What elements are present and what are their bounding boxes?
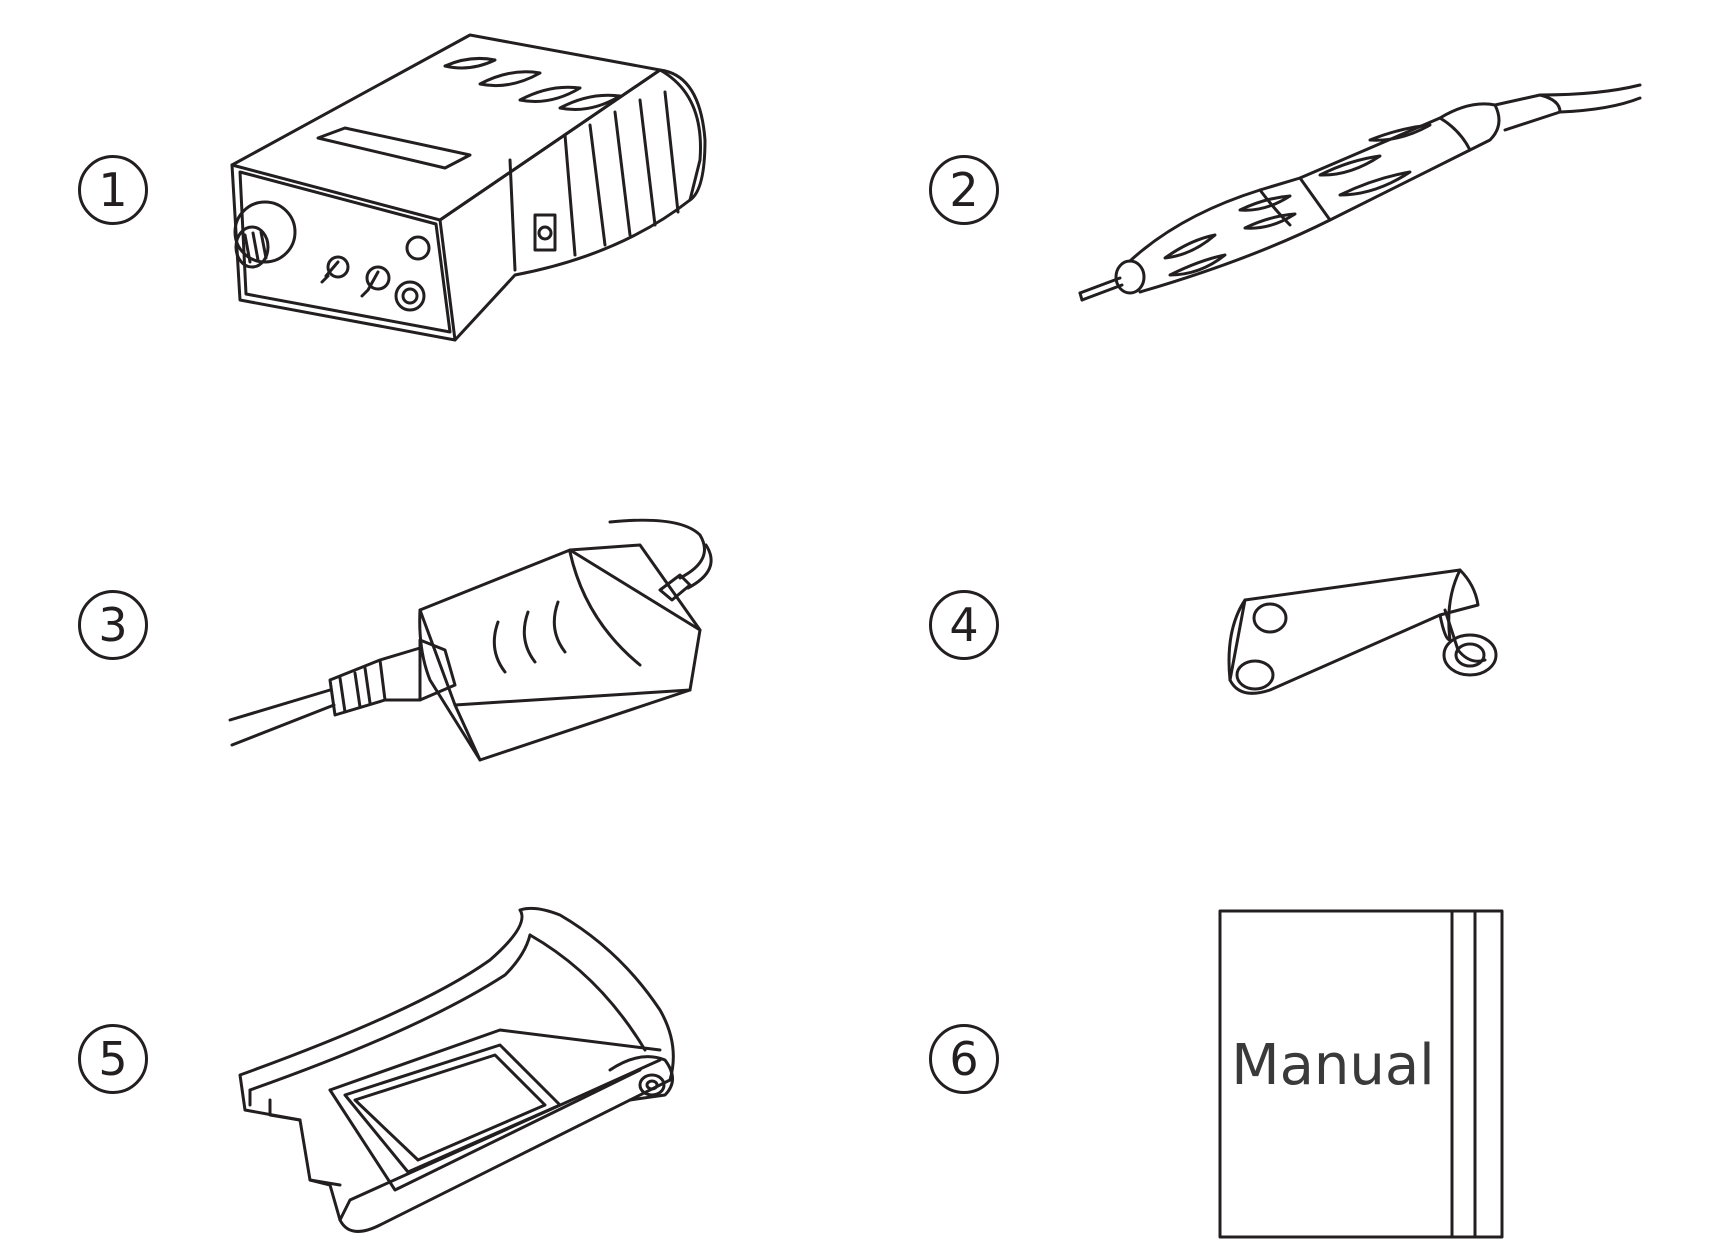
power-control-unit-icon [230,33,707,342]
handpiece-icon [1078,83,1642,302]
item-number-6: 6 [929,1024,999,1094]
item-number-1: 1 [78,155,148,225]
item-number-4: 4 [929,590,999,660]
manual-book-icon [1218,909,1504,1239]
foot-pedal-icon [238,906,675,1233]
handpiece-holder-icon [1227,568,1498,695]
item-number-2: 2 [929,155,999,225]
item-number-5: 5 [78,1024,148,1094]
manual-label: Manual [1231,1033,1435,1098]
power-adapter-icon [228,518,713,762]
item-number-3: 3 [78,590,148,660]
